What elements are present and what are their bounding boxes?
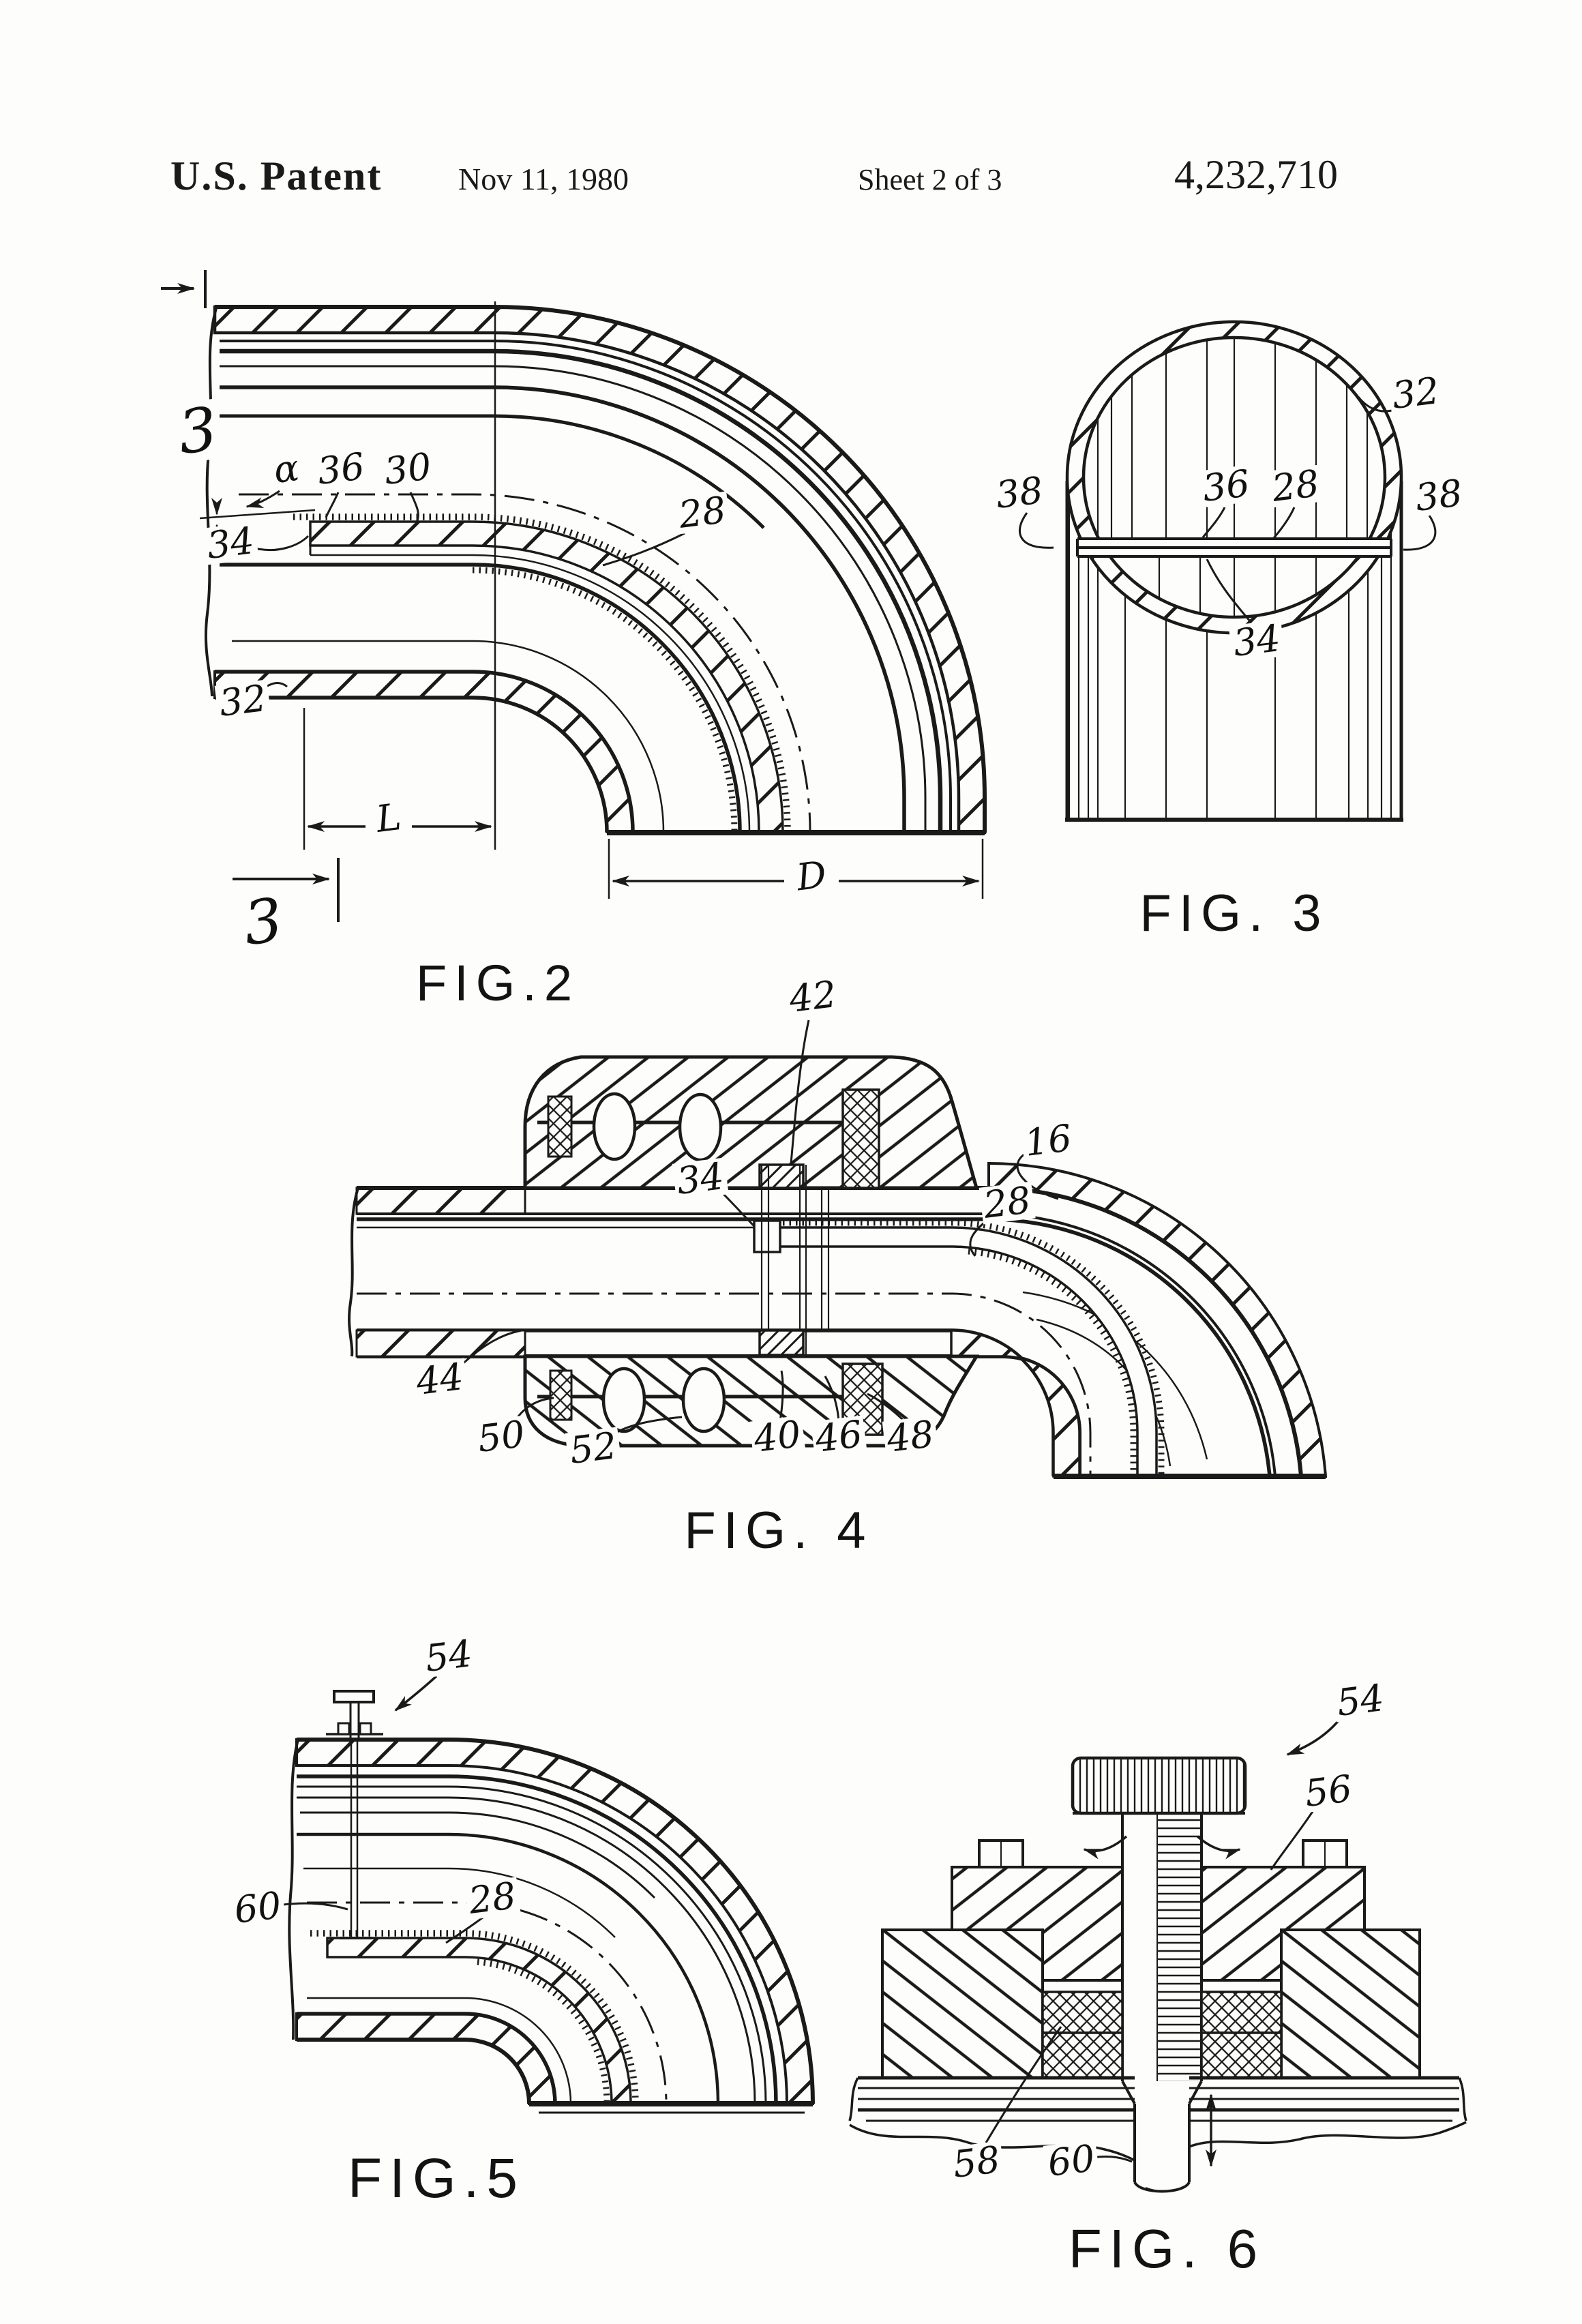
fig2-label-alpha: α xyxy=(269,446,304,492)
fig2-label-28: 28 xyxy=(674,488,731,537)
fig6-knob xyxy=(1071,1756,1247,1815)
fig3-label-28: 28 xyxy=(1267,462,1324,510)
fig6-label-56: 56 xyxy=(1300,1767,1357,1815)
fig5-pin-cap xyxy=(333,1690,375,1703)
fig5-stem xyxy=(350,1740,359,1938)
fig4-label-40: 40 xyxy=(749,1412,806,1461)
fig3-caption: FIG. 3 xyxy=(1139,884,1329,942)
fig4-ball xyxy=(592,1092,637,1161)
fig4-label-42: 42 xyxy=(784,972,841,1021)
fig5-caption: FIG.5 xyxy=(347,2147,526,2209)
fig4-label-48: 48 xyxy=(882,1412,939,1461)
patent-title: U.S. Patent xyxy=(170,153,383,198)
fig6-caption: FIG. 6 xyxy=(1068,2218,1266,2279)
fig3-label-32: 32 xyxy=(1387,369,1444,417)
fig3-label-34: 34 xyxy=(1228,616,1285,665)
fig3-vane-bar xyxy=(1076,537,1392,558)
fig4-seal-42 xyxy=(758,1163,805,1189)
fig6-label-60: 60 xyxy=(1043,2136,1100,2185)
fig3-label-38-left: 38 xyxy=(991,468,1048,517)
fig6-rod xyxy=(1133,2104,1191,2182)
fig2-dim-L: L xyxy=(371,795,406,841)
fig2-label-32: 32 xyxy=(214,676,271,725)
fig2-label-34: 34 xyxy=(202,519,259,567)
fig3-rim-ring xyxy=(1065,320,1403,635)
fig6-label-58: 58 xyxy=(948,2138,1005,2186)
fig2-section-marker-top: 3 xyxy=(172,393,224,468)
fig2-label-30: 30 xyxy=(379,445,436,493)
fig6-drawing xyxy=(848,1718,1467,2193)
fig3-drawing xyxy=(1019,320,1437,822)
fig2-caption: FIG.2 xyxy=(415,955,580,1011)
fig3-cylinder-surface xyxy=(1068,502,1392,818)
fig5-drawing xyxy=(278,1675,815,2114)
fig5-label-60: 60 xyxy=(229,1883,286,1932)
fig4-label-28: 28 xyxy=(979,1178,1036,1227)
fig2-section-marker-bottom: 3 xyxy=(237,884,289,959)
fig6-block-left xyxy=(881,1928,1044,2079)
patent-number: 4,232,710 xyxy=(1174,152,1338,197)
fig2-dim-D: D xyxy=(792,853,831,899)
fig2-drawing xyxy=(161,270,987,922)
sheet-indicator: Sheet 2 of 3 xyxy=(858,163,1002,196)
fig6-label-54: 54 xyxy=(1332,1676,1389,1725)
fig3-label-36: 36 xyxy=(1197,462,1255,510)
fig4-label-34: 34 xyxy=(672,1154,729,1203)
fig5-label-28: 28 xyxy=(464,1874,521,1922)
fig4-label-44: 44 xyxy=(411,1355,468,1403)
fig4-label-52: 52 xyxy=(565,1424,622,1472)
fig2-label-36: 36 xyxy=(312,445,370,493)
fig4-drawing xyxy=(348,1019,1328,1479)
fig4-seal-40 xyxy=(758,1329,805,1356)
fig4-label-46: 46 xyxy=(810,1412,867,1461)
fig4-label-50: 50 xyxy=(473,1412,530,1461)
fig4-ball xyxy=(678,1092,723,1162)
fig4-label-16: 16 xyxy=(1019,1116,1077,1165)
fig4-caption: FIG. 4 xyxy=(684,1502,874,1560)
fig5-label-54: 54 xyxy=(420,1632,477,1680)
fig3-label-38-right: 38 xyxy=(1410,471,1467,520)
patent-date: Nov 11, 1980 xyxy=(458,162,629,196)
fig6-block-right xyxy=(1280,1928,1421,2079)
